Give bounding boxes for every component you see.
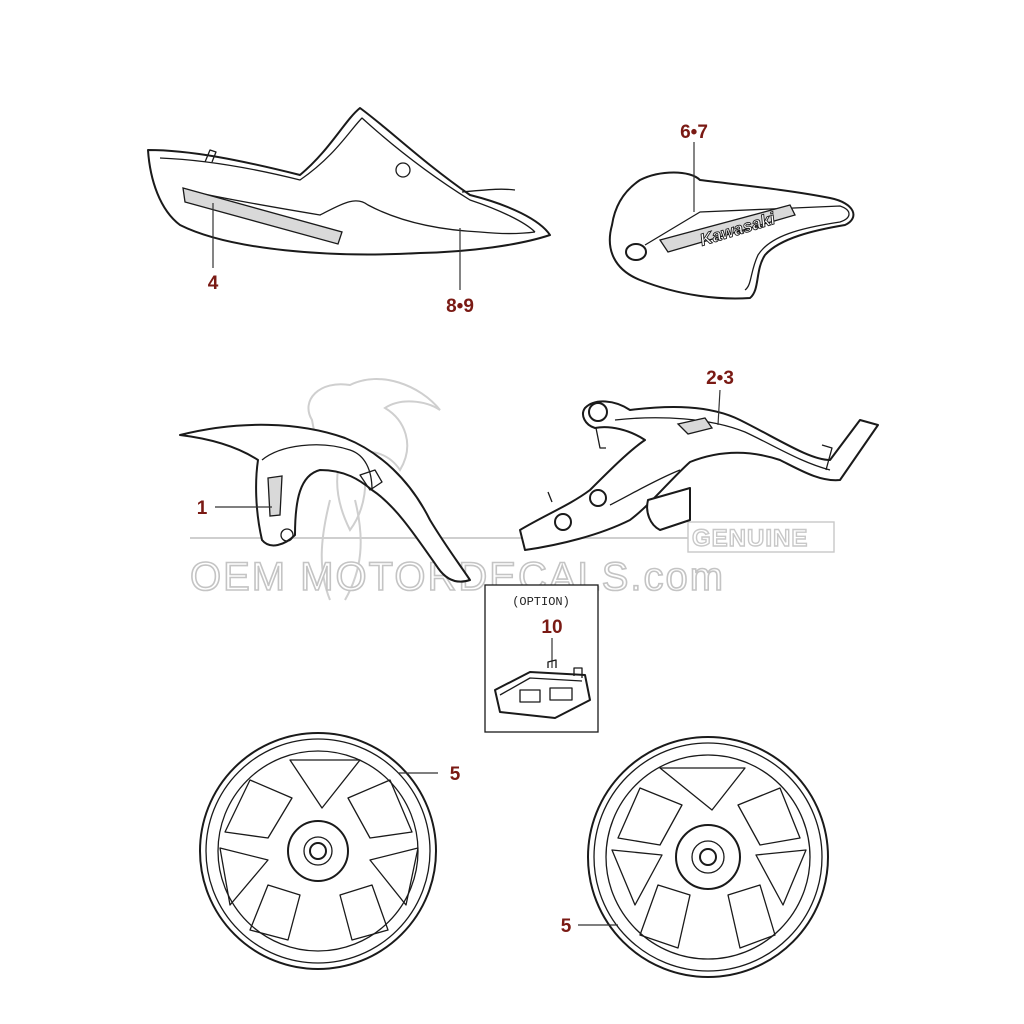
subframe-decal bbox=[676, 417, 714, 435]
subframe-mount-top bbox=[588, 402, 608, 422]
watermark-badge-text: GENUINE bbox=[692, 525, 808, 552]
tail-decal-strip bbox=[182, 187, 343, 245]
subframe-mount-low bbox=[554, 513, 572, 531]
subframe-mount-mid bbox=[589, 489, 607, 507]
leader-2-3 bbox=[717, 389, 721, 426]
callout-6-7: 6•7 bbox=[680, 122, 708, 143]
wheel-left bbox=[199, 732, 437, 970]
fender-bolt-hole bbox=[280, 528, 294, 542]
callout-4: 4 bbox=[208, 273, 219, 294]
watermark-badge-box bbox=[687, 521, 835, 553]
callout-2-3: 2•3 bbox=[706, 368, 734, 389]
callout-5a: 5 bbox=[450, 764, 461, 785]
callout-1: 1 bbox=[197, 498, 208, 519]
wheel-right bbox=[587, 736, 829, 978]
cowl-bolt-hole bbox=[395, 162, 411, 178]
option-box: (OPTION) 10 bbox=[484, 584, 599, 733]
option-label: (OPTION) bbox=[512, 595, 570, 609]
side-cover: Kawasaki bbox=[608, 171, 855, 300]
option-bracket bbox=[494, 659, 591, 719]
front-fender bbox=[179, 423, 471, 583]
wheel-right-spokes bbox=[611, 767, 807, 949]
callout-10: 10 bbox=[541, 617, 562, 638]
fender-decal bbox=[267, 475, 283, 517]
callout-8-9: 8•9 bbox=[446, 296, 474, 317]
wheel-left-spokes bbox=[219, 759, 419, 941]
watermark-bird-logo bbox=[307, 378, 441, 601]
subframe-bracket bbox=[646, 487, 691, 531]
kawasaki-decal bbox=[658, 204, 796, 253]
seat-cowl bbox=[147, 107, 551, 256]
callout-5b: 5 bbox=[561, 916, 572, 937]
side-cover-grommet bbox=[625, 243, 647, 261]
rear-subframe bbox=[519, 400, 879, 551]
